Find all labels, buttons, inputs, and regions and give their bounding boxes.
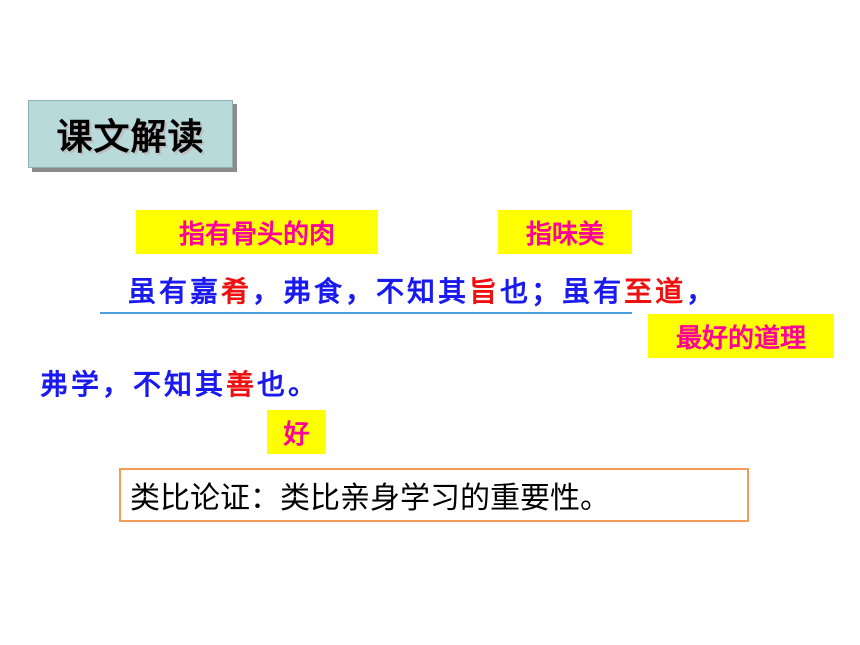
key-word-shan: 善 (226, 368, 258, 401)
annotation-good: 好 (267, 410, 326, 454)
text-line-2: 弗学，不知其善也。 (40, 363, 319, 403)
text-line-1: 虽有嘉肴，弗食，不知其旨也；虽有至道， (128, 270, 717, 310)
annotation-bone-meat: 指有骨头的肉 (136, 210, 378, 254)
section-title: 课文解读 (28, 100, 233, 168)
text-segment: 也。 (257, 368, 320, 401)
text-segment: ，弗食，不知其 (252, 275, 470, 308)
annotation-tastes-good: 指味美 (498, 210, 632, 254)
text-segment: ， (686, 275, 718, 308)
annotation-best-reason: 最好的道理 (648, 314, 834, 358)
conclusion-box: 类比论证：类比亲身学习的重要性。 (119, 468, 749, 522)
text-segment: 弗学，不知其 (40, 368, 227, 401)
key-word-zhidao: 至道 (624, 275, 687, 308)
text-segment: 虽有嘉 (128, 275, 222, 308)
key-word-yao: 肴 (221, 275, 253, 308)
key-word-zhi: 旨 (469, 275, 501, 308)
text-segment: 也；虽有 (500, 275, 625, 308)
emphasis-underline (100, 312, 632, 314)
